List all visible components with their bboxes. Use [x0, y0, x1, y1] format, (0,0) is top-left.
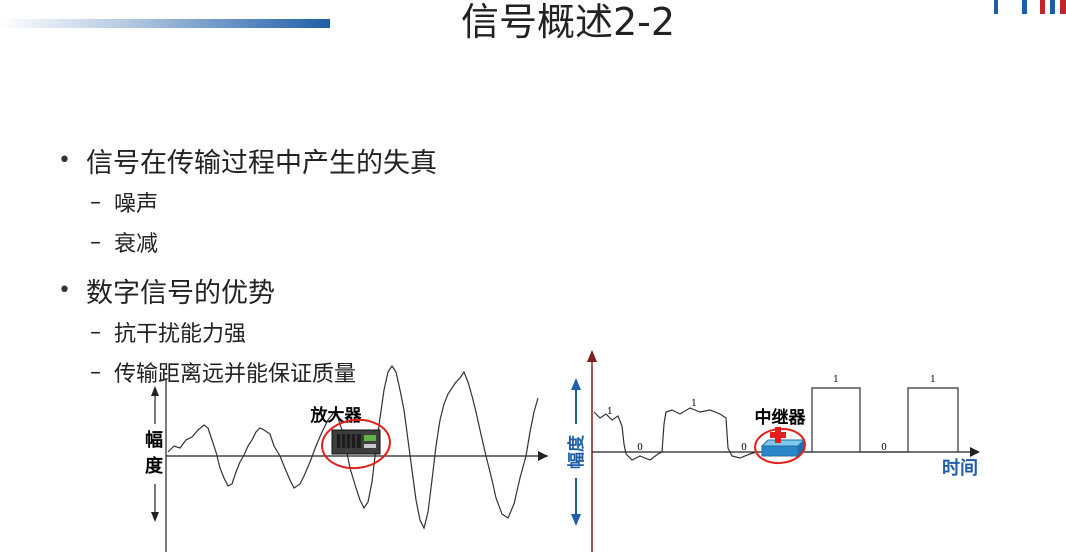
digital-signal-diagram: 幅度 时间 1 0 1 0 1 0 1 中继器 — [566, 350, 980, 552]
left-axis-label-1: 幅 — [145, 429, 163, 451]
regenerated-digital-waveform — [806, 387, 959, 453]
left-axis-label-2: 度 — [145, 455, 164, 477]
analog-signal-diagram: 幅 度 幅度 放大器 — [145, 364, 548, 552]
bit-label: 0 — [881, 443, 887, 453]
slide-title: 信号概述2-2 — [460, 0, 676, 44]
sub-bullet-text: 抗干扰能力强 — [114, 322, 247, 347]
dash-icon: – — [90, 319, 101, 345]
repeater-label: 中继器 — [755, 407, 807, 428]
bullet-item: • 数字信号的优势 — [58, 268, 618, 312]
sub-bullet-text: 衰减 — [114, 232, 159, 257]
left-x-axis-arrow-icon — [538, 451, 548, 461]
right-x-axis-arrow-icon — [970, 447, 980, 457]
repeater-highlight-circle — [754, 427, 806, 465]
sub-bullet-item: – 传输距离远并能保证质量 — [58, 352, 618, 392]
logo-mark — [994, 0, 1066, 14]
amplifier-highlight-circle — [321, 418, 391, 470]
bit-label: 1 — [833, 375, 839, 385]
dash-icon: – — [90, 229, 101, 255]
bit-label: 0 — [637, 443, 643, 453]
bullet-text: 信号在传输过程中产生的失真 — [86, 147, 437, 179]
amplifier-icon — [331, 429, 381, 455]
amplifier-label: 放大器 — [310, 405, 363, 426]
bullet-list: • 信号在传输过程中产生的失真 – 噪声 – 衰减 • 数字信号的优势 – 抗干… — [58, 138, 618, 392]
bit-label: 0 — [741, 443, 747, 453]
bit-label: 1 — [691, 399, 697, 409]
bullet-dot-icon: • — [58, 147, 71, 173]
dash-icon: – — [90, 189, 101, 215]
bullet-item: • 信号在传输过程中产生的失真 — [58, 138, 618, 182]
right-axis-label: 幅度 — [566, 434, 587, 469]
sub-bullet-item: – 抗干扰能力强 — [58, 312, 618, 352]
time-axis-label: 时间 — [942, 458, 978, 479]
sub-bullet-text: 传输距离远并能保证质量 — [114, 362, 357, 387]
bullet-dot-icon: • — [58, 277, 71, 303]
sub-bullet-item: – 衰减 — [58, 222, 618, 262]
degraded-digital-waveform — [593, 407, 757, 461]
dash-icon: – — [90, 359, 101, 385]
bit-label: 1 — [607, 407, 613, 417]
right-y-axis-arrow-icon — [587, 350, 597, 362]
sub-bullet-item: – 噪声 — [58, 182, 618, 222]
bit-label: 1 — [930, 375, 936, 385]
bullet-text: 数字信号的优势 — [86, 277, 275, 309]
sub-bullet-text: 噪声 — [114, 192, 159, 217]
analog-waveform — [167, 364, 539, 530]
header-accent-bar — [0, 19, 330, 28]
